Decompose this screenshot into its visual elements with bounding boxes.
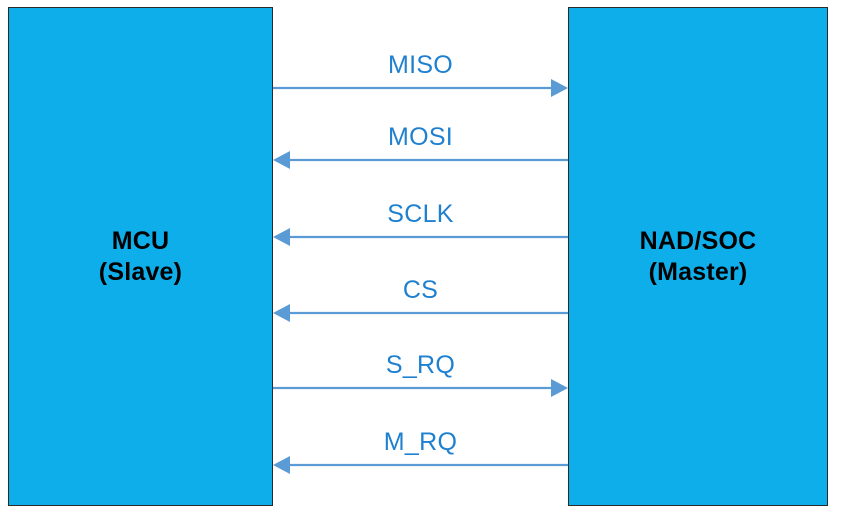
- node-mcu[interactable]: MCU (Slave): [8, 7, 273, 506]
- signal-arrow-s_rq: [273, 379, 568, 397]
- arrowhead-miso: [551, 79, 568, 97]
- signal-arrow-miso: [273, 79, 568, 97]
- node-mcu-role: (Slave): [98, 257, 183, 286]
- node-mcu-name: MCU: [111, 227, 170, 255]
- arrowhead-s_rq: [551, 379, 568, 397]
- signal-arrow-mosi: [273, 151, 568, 169]
- signal-arrow-m_rq: [273, 456, 568, 474]
- signal-label-cs: CS: [402, 276, 439, 304]
- signal-label-mosi: MOSI: [387, 123, 454, 151]
- signal-arrow-cs: [273, 304, 568, 322]
- signal-label-sclk: SCLK: [387, 200, 454, 228]
- signal-label-s_rq: S_RQ: [385, 351, 456, 379]
- signal-label-m_rq: M_RQ: [383, 428, 458, 456]
- node-nad-soc-name: NAD/SOC: [639, 227, 757, 255]
- signal-label-miso: MISO: [387, 51, 454, 79]
- arrowhead-sclk: [273, 228, 290, 246]
- node-nad-soc-role: (Master): [648, 257, 748, 286]
- node-nad-soc[interactable]: NAD/SOC (Master): [568, 7, 828, 506]
- arrowhead-mosi: [273, 151, 290, 169]
- signal-arrow-sclk: [273, 228, 568, 246]
- arrowhead-cs: [273, 304, 290, 322]
- arrowhead-m_rq: [273, 456, 290, 474]
